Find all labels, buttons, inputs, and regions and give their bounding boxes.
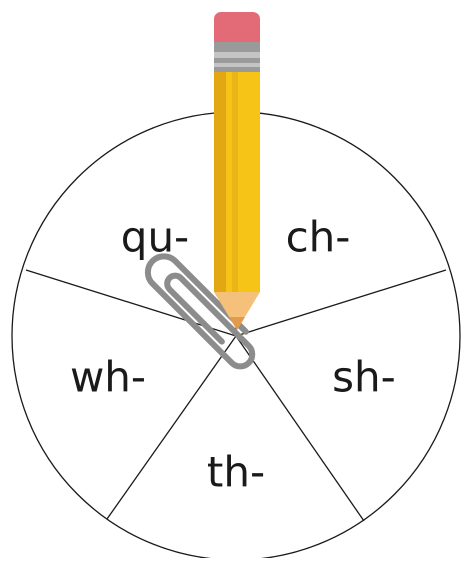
segment-label-wh: wh- <box>70 353 146 402</box>
segment-label-qu: qu- <box>121 213 189 262</box>
segment-label-ch: ch- <box>286 213 351 262</box>
pencil-icon <box>214 12 260 330</box>
segment-label-th: th- <box>207 448 265 497</box>
segment-label-sh: sh- <box>332 353 396 402</box>
